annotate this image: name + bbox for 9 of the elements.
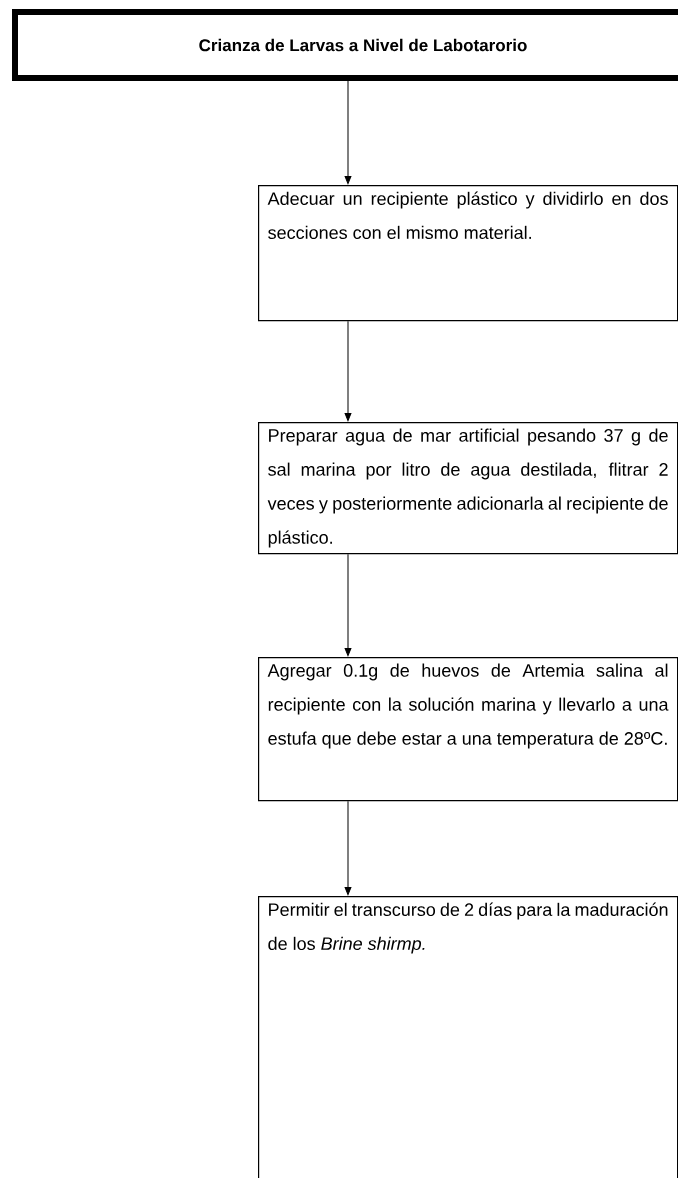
- arrow: [344, 553, 352, 657]
- process-box: Agregar 0.1g de huevos de Artemia salina al recipiente con la solución marina y llevarlo a una estufa que debe estar a una temperatura de 28ºC.: [258, 657, 678, 802]
- arrow: [344, 800, 352, 896]
- title-box: Crianza de Larvas a Nivel de Labotarorio: [12, 9, 678, 81]
- process-box: Permitir el transcurso de 2 días para la maduración de los Brine shirmp.: [258, 896, 678, 1178]
- process-box: Preparar agua de mar artificial pesando 37 g de sal marina por litro de agua destilada, flitrar 2 veces y posteriormente adicionarla al recipiente de plástico.: [258, 422, 678, 555]
- process-box: Adecuar un recipiente plástico y dividirlo en dos secciones con el mismo material.: [258, 185, 678, 322]
- arrow: [344, 80, 352, 185]
- arrow: [344, 320, 352, 422]
